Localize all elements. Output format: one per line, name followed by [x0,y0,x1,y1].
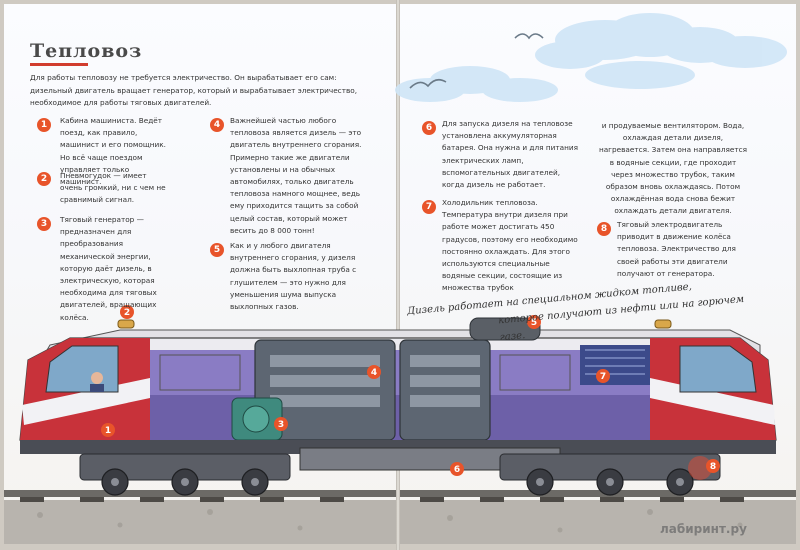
item-8-text: Тяговый электродвигатель приводит в движ… [617,220,736,278]
item-5-text: Как и у любого двигателя внутреннего сго… [230,241,357,312]
svg-text:8: 8 [710,462,716,472]
svg-text:2: 2 [124,308,130,318]
item-7-continued-text: и продуваемые вентилятором. Вода, охлажд… [598,121,748,216]
svg-text:7: 7 [600,372,606,382]
svg-text:4: 4 [371,368,377,378]
wheel-icon [101,468,694,496]
seagull-icon [409,33,544,89]
badge-1: 1 [37,118,51,132]
svg-text:5: 5 [531,318,537,328]
badge-7: 7 [422,200,436,214]
svg-text:6: 6 [454,465,460,475]
svg-text:3: 3 [278,420,284,430]
marker-badges: 2 1 3 4 5 6 7 8 [101,305,720,476]
item-1-text: Кабина машиниста. Ведёт поезд, как прави… [60,116,166,187]
item-7-text: Холодильник тепловоза. Температура внутр… [442,198,578,293]
badge-5: 5 [210,243,224,257]
cloud-icon [395,13,787,102]
badge-3: 3 [37,217,51,231]
watermark: лабиринт.ру [660,522,747,536]
item-4-text: Важнейшей частью любого тепловоза являет… [230,116,362,235]
intro-paragraph: Для работы тепловозу не требуется электр… [30,73,358,108]
page-title: Тепловоз [30,40,143,62]
locomotive-body [19,317,777,471]
badge-2: 2 [37,172,51,186]
badge-4: 4 [210,118,224,132]
title-underline [30,63,88,66]
item-6-text: Для запуска дизеля на тепловозе установл… [442,119,578,190]
item-3-text: Тяговый генератор — предназначен для пре… [60,215,157,322]
svg-text:1: 1 [105,426,111,436]
item-2-text: Пневмогудок — имеет очень громкий, ни с … [60,171,166,205]
page-fold [396,0,400,550]
badge-6: 6 [422,121,436,135]
badge-8: 8 [597,222,611,236]
